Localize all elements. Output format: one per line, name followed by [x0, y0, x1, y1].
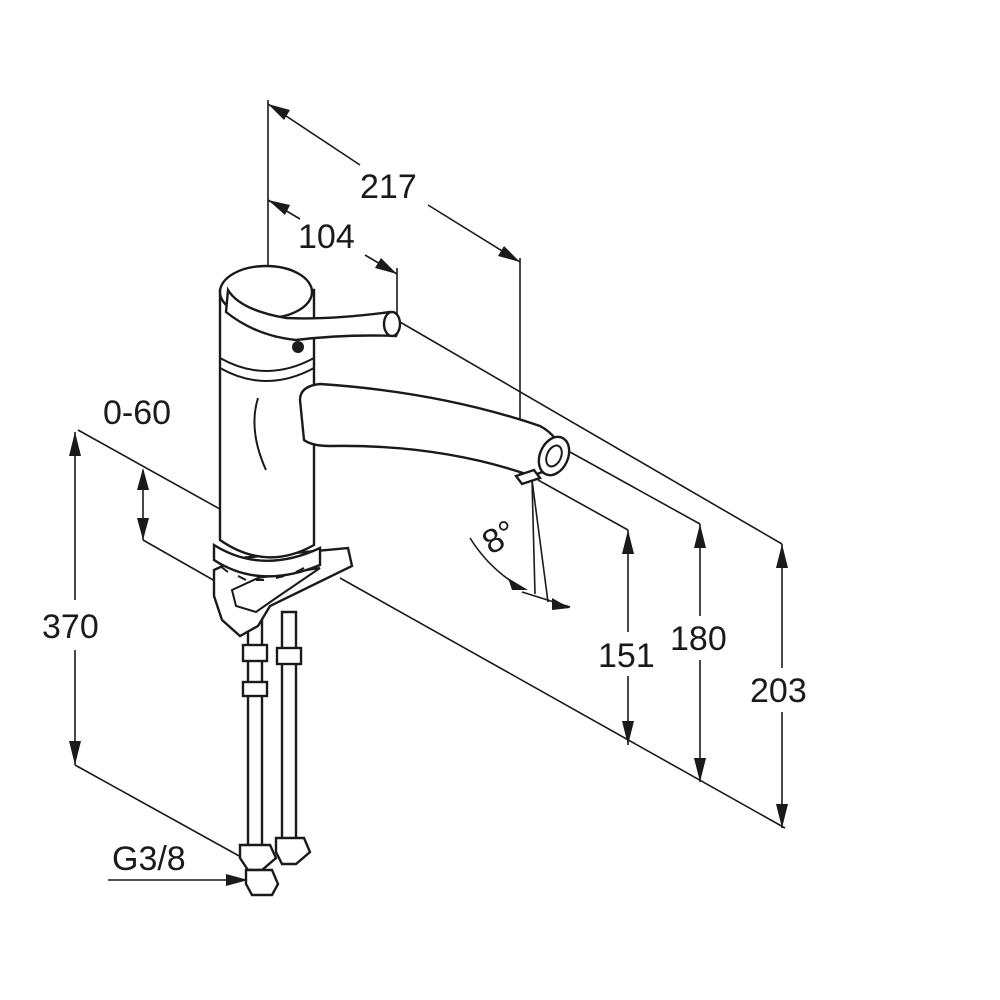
dim-151-arrow-top: [622, 530, 634, 554]
body-ring-upper: [219, 357, 315, 372]
hose-left-band-1: [241, 643, 269, 663]
dim-104-arrow-right: [375, 258, 397, 274]
dim-370-label: 370: [42, 608, 99, 646]
angle-arrow-left: [508, 578, 528, 590]
angle-ray-1: [531, 479, 549, 603]
dim-0-60-arrow-bottom: [137, 518, 149, 540]
dim-217-arrow-right: [498, 246, 520, 262]
dim-180-label-bg: [668, 616, 732, 660]
deck-extension-line: [339, 577, 786, 829]
spout: [298, 382, 562, 478]
hose-right-band-1: [275, 646, 303, 666]
dim-217-label: 217: [360, 168, 417, 206]
faucet-body: [218, 288, 316, 559]
dim-0-60-extension-bottom: [142, 539, 223, 586]
thread-callout: G3/8: [108, 840, 248, 886]
dim-203-label: 203: [750, 672, 807, 710]
dim-370-arrow-bottom: [69, 741, 81, 765]
dim-217-arrow-left: [268, 104, 290, 120]
aerator: [514, 468, 542, 486]
deck-extension: [339, 577, 786, 829]
dim-151-label-bg: [596, 632, 660, 676]
dim-151-label: 151: [598, 637, 655, 675]
base-ring-teeth: [219, 565, 305, 581]
dimension-203: 203: [399, 321, 814, 828]
spout-outlet-inner: [545, 444, 563, 468]
indicator-dot: [292, 341, 304, 353]
dim-370-extension-bottom: [74, 764, 251, 863]
dim-203-arrow-bottom: [776, 804, 788, 828]
dim-370-label-bg: [38, 600, 110, 650]
dim-180-arrow-top: [694, 524, 706, 548]
lever-tip: [382, 310, 402, 338]
dim-203-extension-top: [399, 321, 783, 545]
spout-outlet: [537, 435, 571, 477]
dim-203-arrow-top: [776, 544, 788, 568]
dim-0-60-extension-top: [77, 429, 237, 519]
dim-180-extension-top: [569, 451, 701, 525]
hose-left-fitting: [244, 868, 280, 897]
body-highlight: [253, 397, 267, 471]
thread-label: G3/8: [112, 840, 186, 878]
hose-right: [280, 610, 298, 844]
angle-8-degree: 8°: [469, 479, 571, 610]
hose-right-nut: [274, 836, 312, 866]
dimension-180: 180: [569, 451, 732, 782]
dimension-104: 104: [267, 199, 398, 322]
dim-151-extension-top: [537, 479, 629, 531]
dim-370-arrow-top: [69, 432, 81, 456]
dimension-151: 151: [537, 479, 660, 745]
faucet: [212, 264, 571, 897]
body-ring-lower: [219, 367, 315, 382]
dim-104-label: 104: [298, 218, 355, 256]
dimension-370: 370: [38, 432, 251, 863]
mounting-plate-inner: [230, 567, 321, 614]
angle-arrow-right: [552, 598, 570, 610]
dim-0-60-label: 0-60: [103, 394, 171, 432]
dim-0-60-arrow-top: [137, 468, 149, 490]
dim-180-label: 180: [670, 620, 727, 658]
dim-180-arrow-bottom: [694, 758, 706, 782]
dimension-0-60: 0-60: [77, 394, 237, 586]
supply-hoses: [238, 610, 312, 897]
dim-104-arrow-left: [268, 200, 290, 215]
dim-203-label-bg: [748, 668, 814, 712]
mounting-base: [212, 542, 354, 638]
base-ring: [212, 542, 322, 578]
thread-arrow: [226, 874, 248, 886]
hose-left-nut: [238, 843, 278, 872]
dim-151-arrow-bottom: [622, 721, 634, 745]
hose-left-band-2: [241, 680, 269, 698]
angle-ray-2: [531, 479, 536, 595]
